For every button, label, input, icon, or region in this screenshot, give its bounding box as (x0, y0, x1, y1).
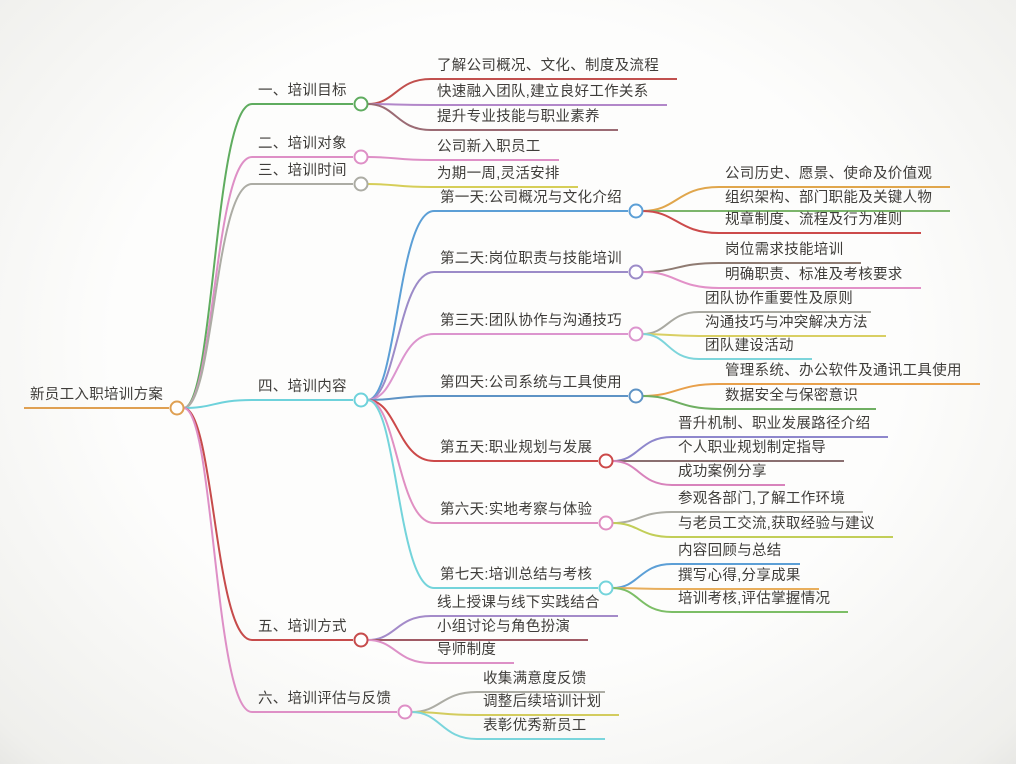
branch-curve (366, 271, 435, 401)
node-collapse-circle[interactable] (598, 515, 614, 531)
mindmap-node[interactable]: 第六天:实地考察与体验 (434, 501, 599, 524)
branch-curve (641, 262, 720, 273)
branch-curve (366, 103, 432, 131)
mindmap-node[interactable]: 与老员工交流,获取经验与建议 (672, 515, 893, 538)
mindmap-node[interactable]: 第三天:团队协作与沟通技巧 (434, 312, 628, 335)
node-collapse-circle[interactable] (628, 264, 644, 280)
mindmap-node[interactable]: 了解公司概况、文化、制度及流程 (431, 57, 677, 80)
mindmap-node[interactable]: 内容回顾与总结 (672, 542, 800, 565)
node-collapse-circle[interactable] (353, 149, 369, 165)
mindmap-node[interactable]: 第五天:职业规划与发展 (434, 439, 599, 462)
branch-curve (641, 186, 720, 212)
branch-curve (182, 407, 253, 713)
branch-curve (641, 210, 720, 234)
node-collapse-circle[interactable] (353, 632, 369, 648)
mindmap-node[interactable]: 沟通技巧与冲突解决方法 (699, 314, 886, 337)
node-collapse-circle[interactable] (628, 326, 644, 342)
node-collapse-circle[interactable] (628, 203, 644, 219)
mindmap-node[interactable]: 三、培训时间 (252, 162, 353, 185)
branch-curve (611, 587, 673, 613)
mindmap-node[interactable]: 线上授课与线下实践结合 (431, 594, 618, 617)
branch-curve (611, 522, 673, 538)
node-collapse-circle[interactable] (598, 580, 614, 596)
branch-curve (366, 615, 432, 641)
mindmap-node[interactable]: 晋升机制、职业发展路径介绍 (672, 415, 889, 438)
branch-curve (611, 563, 673, 589)
mindmap-node[interactable]: 规章制度、流程及行为准则 (719, 211, 921, 234)
node-collapse-circle[interactable] (598, 453, 614, 469)
mindmap-node[interactable]: 五、培训方式 (252, 618, 353, 641)
node-collapse-circle[interactable] (353, 176, 369, 192)
mindmap-node[interactable]: 参观各部门,了解工作环境 (672, 490, 864, 513)
branch-curve (182, 407, 253, 641)
mindmap-root-node[interactable]: 新员工入职培训方案 (24, 386, 170, 409)
mindmap-node[interactable]: 管理系统、办公软件及通讯工具使用 (719, 362, 980, 385)
mindmap-node[interactable]: 收集满意度反馈 (477, 670, 605, 693)
branch-curve (366, 639, 432, 664)
mindmap-node[interactable]: 数据安全与保密意识 (719, 387, 877, 410)
branch-curve (182, 183, 253, 409)
branch-curve (366, 399, 435, 462)
branch-curve (366, 210, 435, 401)
branch-curve (641, 383, 720, 397)
node-collapse-circle[interactable] (628, 388, 644, 404)
branch-curve (611, 511, 673, 524)
mindmap-node[interactable]: 培训考核,评估掌握情况 (672, 590, 849, 613)
mindmap-node[interactable]: 个人职业规划制定指导 (672, 439, 844, 462)
mindmap-node[interactable]: 调整后续培训计划 (477, 693, 620, 716)
branch-curve (641, 333, 700, 360)
branch-curve (366, 333, 435, 401)
mindmap-node[interactable]: 四、培训内容 (252, 378, 353, 401)
mindmap-node[interactable]: 第一天:公司概况与文化介绍 (434, 189, 628, 212)
branch-curve (410, 691, 478, 713)
node-collapse-circle[interactable] (397, 704, 413, 720)
mindmap-node[interactable]: 提升专业技能与职业素养 (431, 108, 618, 131)
branch-curve (366, 156, 432, 161)
mindmap-node[interactable]: 导师制度 (431, 641, 515, 664)
mindmap-node[interactable]: 第七天:培训总结与考核 (434, 566, 599, 589)
mindmap-node[interactable]: 第四天:公司系统与工具使用 (434, 374, 628, 397)
node-collapse-circle[interactable] (353, 392, 369, 408)
mindmap-node[interactable]: 小组讨论与角色扮演 (431, 618, 589, 641)
node-collapse-circle[interactable] (353, 96, 369, 112)
node-collapse-circle[interactable] (169, 400, 185, 416)
mindmap-node[interactable]: 岗位需求技能培训 (719, 241, 862, 264)
branch-curve (641, 311, 700, 335)
branch-curve (366, 399, 435, 524)
mindmap-node[interactable]: 快速融入团队,建立良好工作关系 (431, 83, 667, 106)
branch-curve (366, 399, 435, 589)
mindmap-node[interactable]: 公司历史、愿景、使命及价值观 (719, 165, 951, 188)
branch-curve (410, 711, 478, 740)
mindmap-node[interactable]: 撰写心得,分享成果 (672, 567, 819, 590)
mindmap-node[interactable]: 六、培训评估与反馈 (252, 690, 398, 713)
mindmap-node[interactable]: 表彰优秀新员工 (477, 717, 605, 740)
branch-curve (182, 399, 253, 409)
mindmap-node[interactable]: 团队协作重要性及原则 (699, 290, 871, 313)
branch-curve (641, 395, 720, 410)
mindmap-node[interactable]: 第二天:岗位职责与技能培训 (434, 250, 628, 273)
branch-curve (366, 395, 435, 401)
branch-curve (611, 436, 673, 462)
mindmap-node[interactable]: 组织架构、部门职能及关键人物 (719, 189, 951, 212)
mindmap-node[interactable]: 二、培训对象 (252, 135, 353, 158)
branch-curve (611, 460, 673, 486)
mindmap-node[interactable]: 成功案例分享 (672, 463, 785, 486)
branch-curve (182, 103, 253, 409)
mindmap-node[interactable]: 公司新入职员工 (431, 138, 559, 161)
branch-curve (366, 78, 432, 105)
mindmap-node[interactable]: 明确职责、标准及考核要求 (719, 266, 921, 289)
mindmap-node[interactable]: 团队建设活动 (699, 337, 812, 360)
mindmap-node[interactable]: 为期一周,灵活安排 (431, 165, 578, 188)
branch-curve (366, 183, 432, 188)
branch-curve (641, 271, 720, 289)
mindmap-node[interactable]: 一、培训目标 (252, 82, 353, 105)
